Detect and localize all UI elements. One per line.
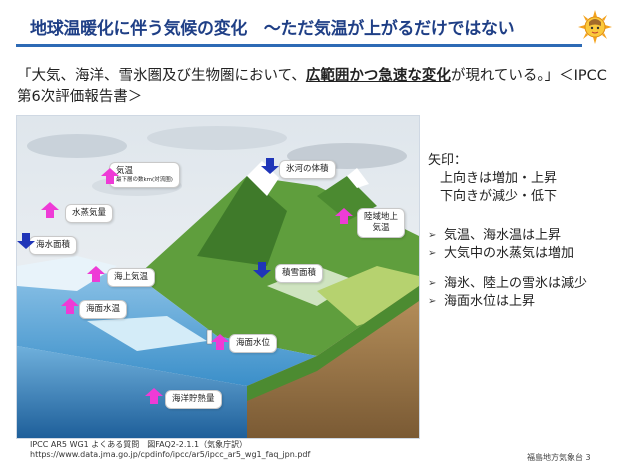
source-url: https://www.data.jma.go.jp/cpdinfo/ipcc/…	[30, 450, 311, 459]
bullet-item: 海氷、陸上の雪氷は減少	[428, 275, 618, 293]
down-arrow-icon	[17, 233, 35, 249]
label-sea-ice-area: 海水面積	[29, 236, 78, 255]
climate-change-diagram: 気温 最下層の数km(対流圏) 水蒸気量 海水面積 海上気温 海面水温 氷河の体…	[16, 115, 420, 439]
label-land-temperature: 陸域地上 気温	[357, 208, 406, 238]
down-arrow-icon	[253, 262, 271, 278]
arrow-legend: 矢印： 上向きは増加・上昇 下向きが減少・低下	[428, 152, 614, 206]
up-arrow-icon	[41, 202, 59, 218]
bullet-item: 気温、海水温は上昇	[428, 227, 618, 245]
up-arrow-icon	[87, 266, 105, 282]
label-air-temperature-text: 気温	[116, 166, 134, 176]
ipcc-quote: 「大気、海洋、雪氷圏及び生物圏において、広範囲かつ急速な変化が現れている。」＜I…	[17, 66, 609, 108]
title-underline	[16, 44, 582, 47]
label-ocean-heat-content: 海洋貯熱量	[165, 390, 222, 409]
label-water-vapor: 水蒸気量	[65, 204, 114, 223]
source-citation: IPCC AR5 WG1 よくある質問 図FAQ2-2.1.1（気象庁訳） ht…	[30, 440, 310, 460]
label-sea-level: 海面水位	[229, 334, 278, 353]
summary-bullets: 気温、海水温は上昇 大気中の水蒸気は増加 海氷、陸上の雪氷は減少 海面水位は上昇	[428, 227, 618, 311]
legend-down: 下向きが減少・低下	[440, 189, 558, 204]
label-air-temperature-sub: 最下層の数km(対流圏)	[116, 177, 173, 183]
legend-heading: 矢印：	[428, 153, 468, 168]
label-sea-surface-temperature: 海面水温	[79, 300, 128, 319]
label-air-temperature: 気温 最下層の数km(対流圏)	[109, 162, 180, 188]
up-arrow-icon	[211, 334, 229, 350]
quote-text-start: 「大気、海洋、雪氷圏及び生物圏において、	[17, 68, 306, 84]
bullet-item: 海面水位は上昇	[428, 293, 618, 311]
legend-up: 上向きは増加・上昇	[440, 171, 558, 186]
slide-title: 地球温暖化に伴う気候の変化 ～ただ気温が上がるだけではない	[30, 19, 515, 39]
bullet-item: 大気中の水蒸気は増加	[428, 245, 618, 263]
label-sea-air-temperature: 海上気温	[107, 268, 156, 287]
up-arrow-icon	[101, 168, 119, 184]
slide-footer: 福島地方気象台 3	[527, 453, 591, 462]
quote-text-end: が現れている。」＜IPCC第6次評価報告書＞	[17, 68, 607, 105]
down-arrow-icon	[261, 158, 279, 174]
sun-mascot-icon	[578, 10, 612, 44]
up-arrow-icon	[61, 298, 79, 314]
label-glacier-volume: 氷河の体積	[279, 160, 336, 179]
label-snow-cover: 積雪面積	[275, 264, 324, 283]
source-line-1: IPCC AR5 WG1 よくある質問 図FAQ2-2.1.1（気象庁訳）	[30, 440, 248, 449]
up-arrow-icon	[335, 208, 353, 224]
up-arrow-icon	[145, 388, 163, 404]
quote-highlight: 広範囲かつ急速な変化	[305, 68, 451, 84]
